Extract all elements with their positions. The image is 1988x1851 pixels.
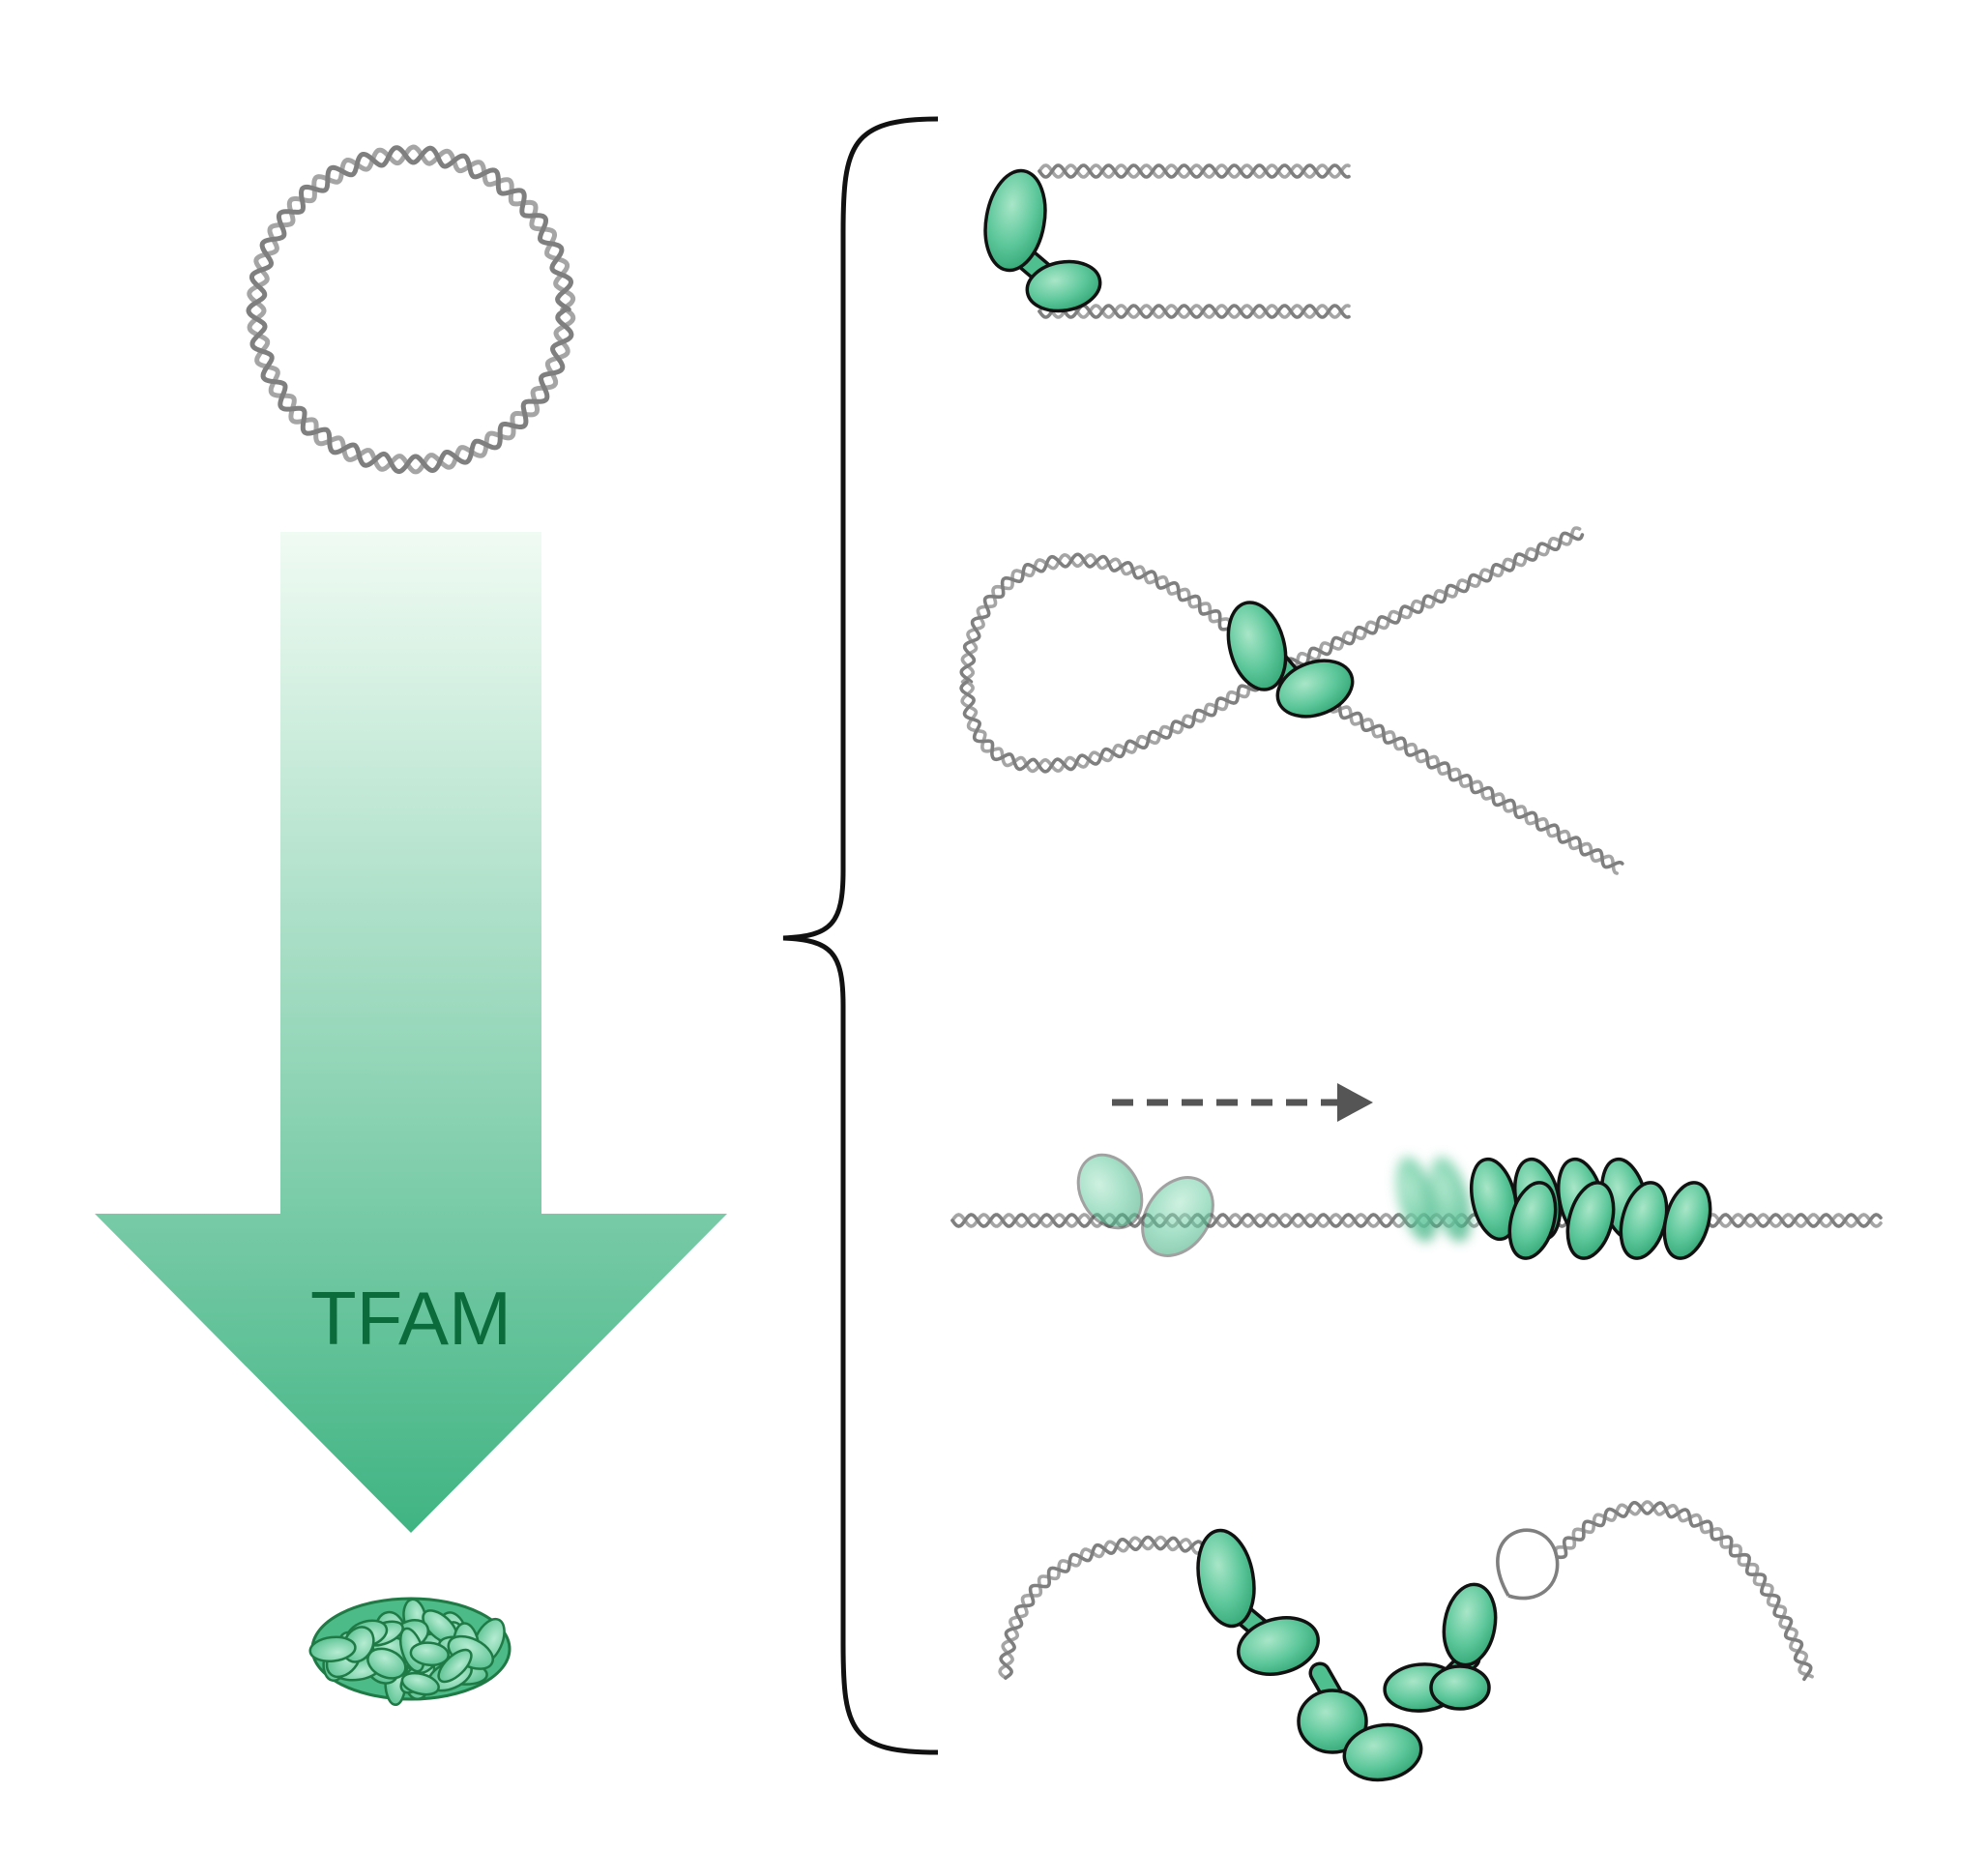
dna-small-loop xyxy=(1496,1528,1560,1601)
tfam-protein-lobe xyxy=(1275,659,1355,719)
tfam-protein-lobe xyxy=(1297,1689,1368,1754)
tfam-protein-lobe xyxy=(1025,259,1102,313)
scenario-dna-looping xyxy=(959,526,1624,875)
circular-dna xyxy=(246,144,576,475)
tfam-protein-lobe xyxy=(1430,1157,1471,1242)
tfam-protein-lobe xyxy=(1662,1181,1712,1260)
tfam-protein xyxy=(1226,601,1355,719)
compacted-nucleoid xyxy=(308,1597,512,1707)
tfam-arrow: TFAM xyxy=(95,532,727,1533)
tfam-protein-lobe xyxy=(1076,1153,1144,1230)
dna-helix xyxy=(959,552,1277,684)
tfam-protein-lobe xyxy=(1396,1157,1437,1242)
tfam-protein-lobe xyxy=(1237,1616,1320,1676)
tfam-bridging-proteins xyxy=(1196,1528,1498,1782)
tfam-protein-lobe xyxy=(1507,1181,1558,1260)
tfam-protein-faded xyxy=(1076,1153,1214,1257)
tfam-cluster xyxy=(1470,1157,1712,1260)
dna-helix xyxy=(1038,163,1351,179)
curly-brace xyxy=(782,116,939,1755)
aggregate-protein xyxy=(409,1641,450,1667)
scenario-compaction-bridging xyxy=(998,1500,1814,1782)
tfam-protein-lobe xyxy=(1226,601,1288,691)
dna-helix xyxy=(246,144,576,475)
tfam-protein-lobe xyxy=(1141,1176,1214,1257)
scenario-sliding-cooperative xyxy=(950,1083,1883,1260)
dna-helix xyxy=(1554,1500,1814,1682)
tfam-label: TFAM xyxy=(310,1276,512,1361)
tfam-protein-lobe xyxy=(1196,1528,1256,1629)
dna-helix xyxy=(959,665,1279,774)
aggregate-protein xyxy=(308,1635,357,1662)
aggregate-protein xyxy=(400,1671,440,1696)
tfam-protein-lobe xyxy=(1442,1582,1498,1667)
motion-blur xyxy=(1396,1157,1471,1242)
tfam-protein-lobe xyxy=(1565,1181,1616,1260)
dashed-direction-arrow xyxy=(1112,1083,1373,1122)
tfam-protein xyxy=(983,168,1102,313)
dna-helix xyxy=(998,1535,1230,1680)
dna-helix xyxy=(1038,304,1351,319)
tfam-protein-lobe xyxy=(1342,1722,1423,1782)
dna-helix xyxy=(1272,526,1585,677)
tfam-protein-lobe xyxy=(1429,1664,1491,1711)
scenario-dna-bending xyxy=(983,163,1351,319)
tfam-protein-lobe xyxy=(983,168,1047,273)
